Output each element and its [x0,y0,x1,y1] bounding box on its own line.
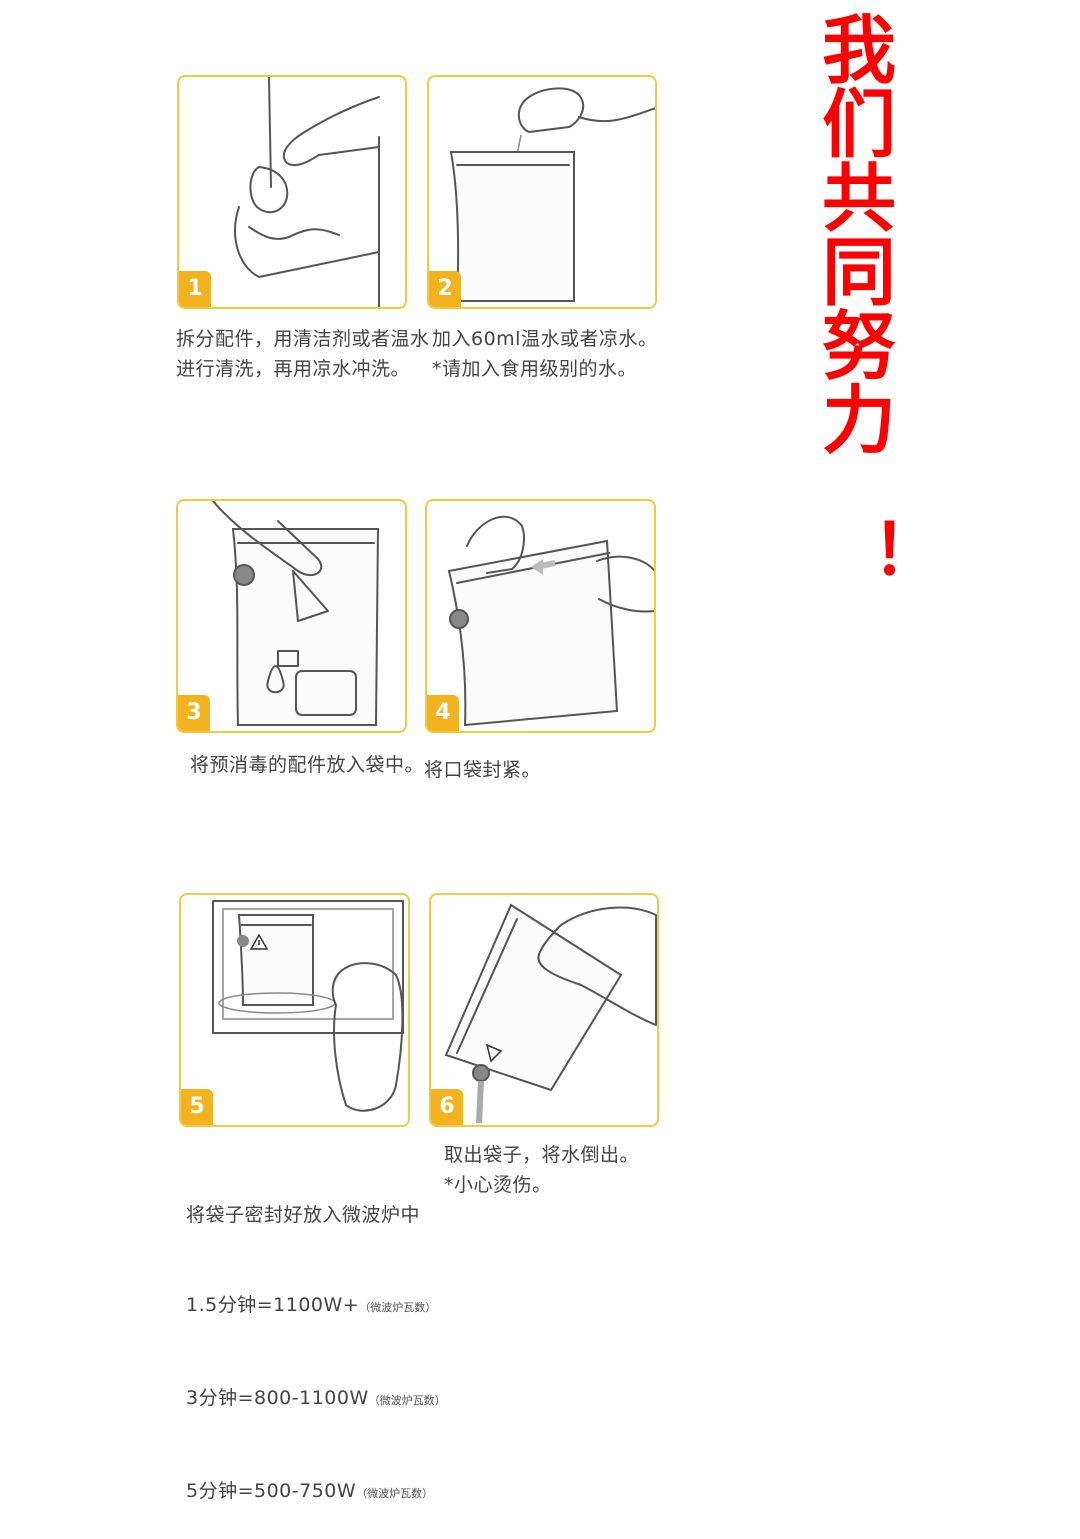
slogan-char: 们 [822,82,896,168]
slogan-char: 同 [822,230,896,316]
step-1-illustration: 1 [177,75,407,309]
slogan-exclamation: ！ [872,509,942,591]
slogan-char: 我 [822,8,896,94]
slogan-char: 共 [822,156,896,242]
step-4-caption: 将口袋封紧。 [424,759,542,781]
timing-row: 5分钟=500-750W（微波炉瓦数） [186,1480,434,1502]
slogan-char: 力 [822,378,896,464]
step-6-caption: 取出袋子，将水倒出。*小心烫伤。 [444,1144,640,1196]
step-5-caption: 将袋子密封好放入微波炉中 1.5分钟=1100W+（微波炉瓦数） 3分钟=800… [186,1140,446,1539]
step-4-illustration: 4 [425,499,656,733]
step-number-badge: 5 [181,1089,213,1125]
step-number-badge: 6 [431,1089,463,1125]
step-3-caption: 将预消毒的配件放入袋中。 [190,754,425,776]
warning-triangle-icon [249,933,269,950]
step-3-illustration: 3 [176,499,407,733]
step-2-illustration: 2 [427,75,657,309]
slogan: 我 们 共 同 努 力 [818,14,900,458]
timing-row: 3分钟=800-1100W（微波炉瓦数） [186,1387,446,1409]
step-2-caption: 加入60ml温水或者凉水。*请加入食用级别的水。 [432,328,658,380]
slogan-char: 努 [822,304,896,390]
step-number-badge: 2 [429,271,461,307]
step-6-illustration: 6 [429,893,659,1127]
step-5-illustration: 5 [179,893,410,1127]
step-1-caption: 拆分配件，用清洁剂或者温水进行清洗，再用凉水冲洗。 [176,328,430,380]
warning-triangle-icon [485,1043,503,1063]
timing-row: 1.5分钟=1100W+（微波炉瓦数） [186,1294,437,1316]
step-number-badge: 1 [179,271,211,307]
step-number-badge: 3 [178,695,210,731]
step-5-title: 将袋子密封好放入微波炉中 [186,1204,421,1226]
step-number-badge: 4 [427,695,459,731]
